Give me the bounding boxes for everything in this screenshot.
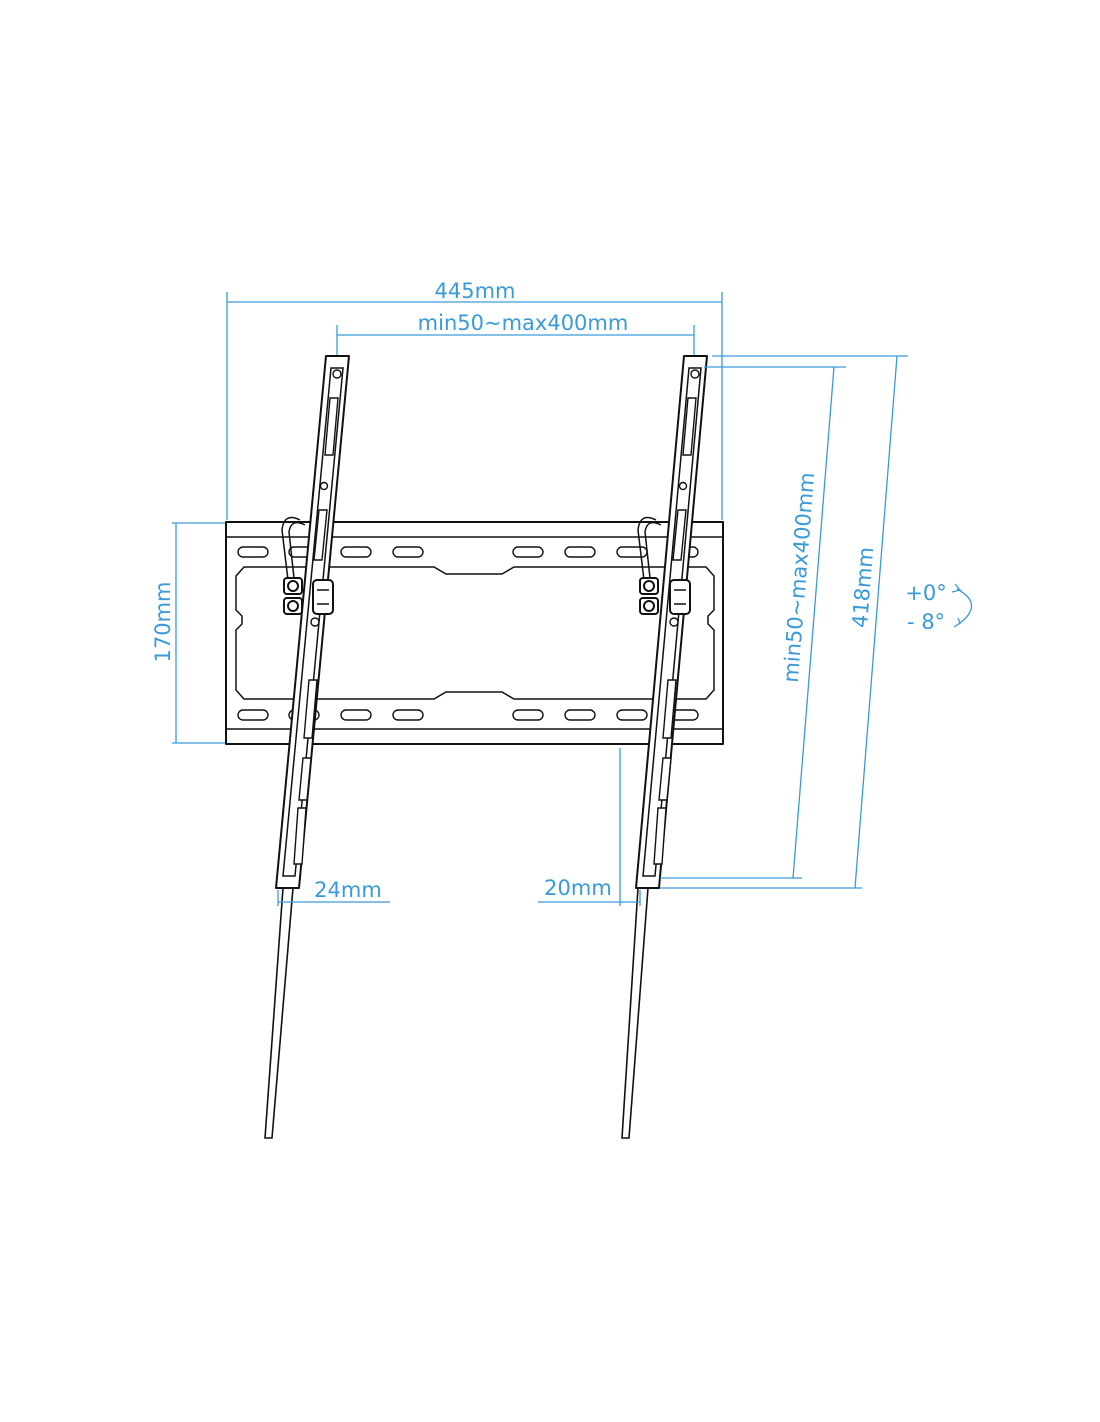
left-spring-clip — [281, 516, 301, 581]
overall-width-label: 445mm — [435, 279, 516, 303]
left-tilt-knob — [283, 577, 334, 615]
plate-height-label: 170mm — [151, 582, 175, 663]
dimension-lines — [172, 292, 973, 906]
right-safety-rod — [621, 887, 649, 1139]
tilt-down-label: - 8° — [907, 610, 945, 634]
right-tv-arm — [621, 355, 708, 1139]
plate-bottom-slots — [237, 709, 699, 721]
left-tv-arm — [264, 355, 350, 1139]
tilt-up-label: +0° — [905, 581, 946, 605]
plate-inner-cutout — [235, 566, 715, 700]
overall-height-label: 418mm — [848, 546, 878, 629]
dimension-labels: 445mm min50~max400mm 170mm min50~max400m… — [151, 279, 947, 902]
vesa-horizontal-label: min50~max400mm — [418, 311, 629, 335]
left-offset-label: 24mm — [314, 878, 382, 902]
right-tilt-knob — [639, 577, 691, 615]
vesa-vertical-label: min50~max400mm — [779, 471, 819, 683]
left-safety-rod — [264, 887, 294, 1139]
right-spring-clip — [637, 516, 657, 581]
right-offset-label: 20mm — [544, 876, 612, 900]
tilt-arc-icon — [956, 588, 973, 625]
